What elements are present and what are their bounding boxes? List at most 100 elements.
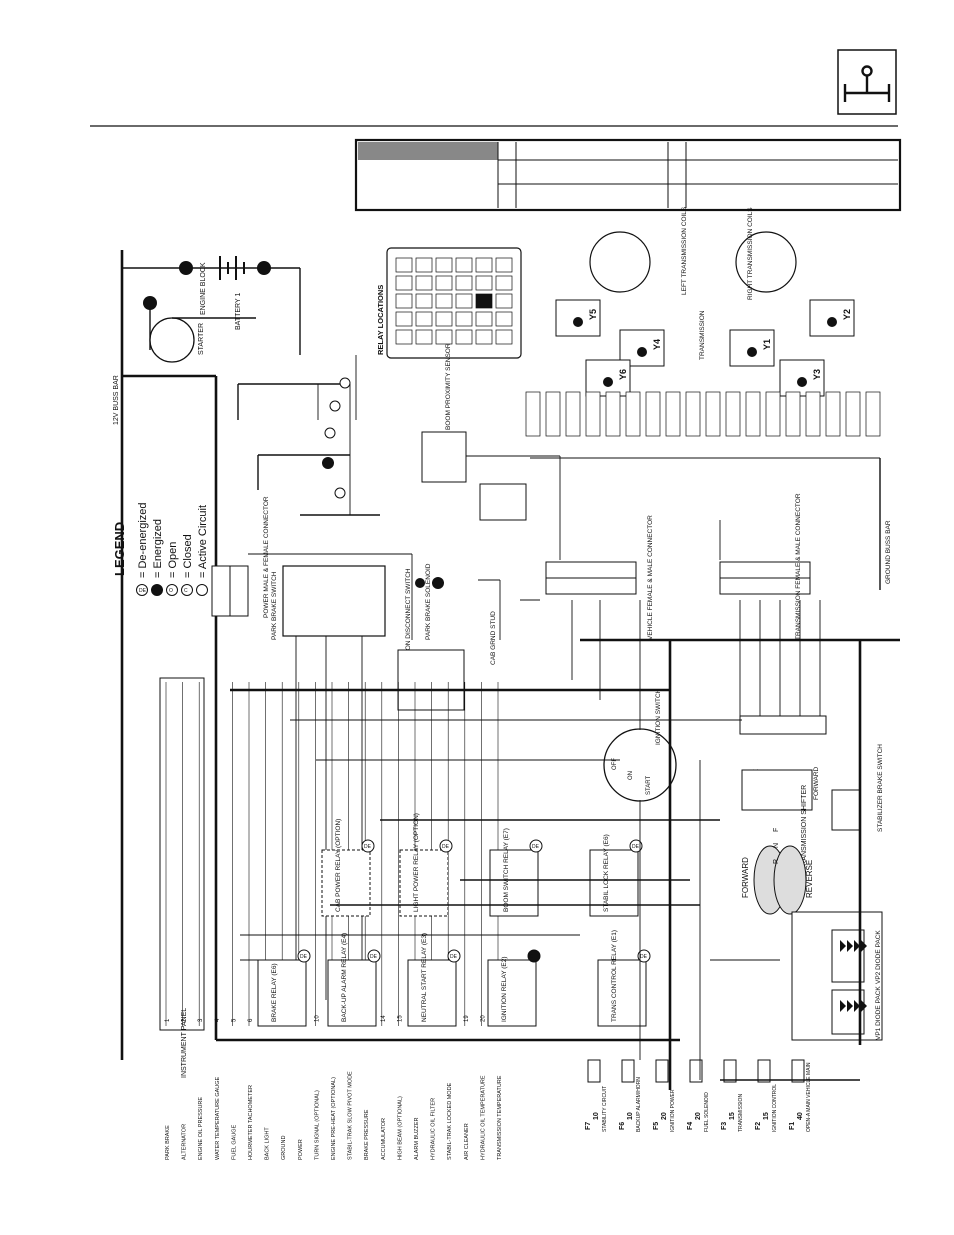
fuse-amps: 15	[763, 1112, 770, 1120]
park-brake-switch-label: PARK BRAKE SWITCH	[271, 571, 278, 640]
ip-pin-label: ALTERNATOR	[182, 1124, 188, 1160]
wires	[216, 520, 900, 1090]
ip-pin-number: 19	[464, 1015, 470, 1022]
coil-label: Y6	[618, 369, 628, 380]
relay-state-marker	[637, 949, 651, 963]
relay-slot	[455, 329, 473, 345]
park-brake-solenoid-label: PARK BRAKE SOLENOID	[425, 563, 432, 640]
fuse	[757, 1059, 771, 1083]
ip-pin-label: AIR CLEANER	[464, 1123, 470, 1160]
fuse	[587, 1059, 601, 1083]
ignition-pos-off: OFF	[612, 758, 618, 770]
left-coils-label: LEFT TRANSMISSION COILS	[681, 206, 688, 295]
relay-slot	[435, 275, 453, 291]
trans-wire-tag	[605, 391, 621, 437]
diode-symbol	[840, 1000, 846, 1012]
trans-wire-tag	[565, 391, 581, 437]
trans-connector-label: TRANSMISSION FEMALE & MALE CONNECTOR	[795, 493, 802, 640]
ignition-pos-on: ON	[628, 771, 634, 780]
relay-slot	[455, 293, 473, 309]
coil-symbol	[827, 317, 837, 327]
boom-sensor-label: BOOM PROXIMITY SENSOR	[445, 343, 452, 430]
relay-state-text: E	[530, 954, 534, 960]
fuse-amps: 15	[729, 1112, 736, 1120]
relay-box	[327, 959, 377, 1027]
relay-box	[257, 959, 307, 1027]
gear-label: FORWARD	[813, 766, 820, 800]
relay-slot	[435, 311, 453, 327]
fuse-amps: 10	[593, 1112, 600, 1120]
ip-pin-label: ACCUMULATOR	[381, 1118, 387, 1160]
ip-pin-number: 2	[182, 1018, 188, 1022]
starter-symbol	[149, 317, 195, 363]
fuse-name: IGNITION CONTROL	[772, 1084, 778, 1132]
legend-symbol-text: O	[169, 588, 173, 594]
fuse-amps: 40	[797, 1112, 804, 1120]
relay-label: BOOM SWITCH RELAY (E7)	[503, 828, 510, 912]
legend-title: LEGEND	[112, 522, 127, 576]
fuse-id: F1	[789, 1122, 796, 1130]
shifter-pos-f: F	[773, 828, 780, 832]
relay-label: STABIL LOCK RELAY (E6)	[603, 834, 610, 912]
trans-wire-tag	[825, 391, 841, 437]
relay-slot	[495, 311, 513, 327]
fuse-amps: 20	[695, 1112, 702, 1120]
relay-slot	[455, 257, 473, 273]
relay-slot	[395, 293, 413, 309]
legend-item-text: = Energized	[152, 519, 164, 578]
shifter-label: TRANSMISSION SHIFTER	[801, 785, 808, 870]
diode-symbol	[861, 1000, 867, 1012]
relay-slot	[475, 293, 493, 309]
fuse-id: F7	[585, 1122, 592, 1130]
relay-slot	[475, 311, 493, 327]
relay-locations: RELAY LOCATIONS	[376, 247, 522, 359]
trans-wire-tag	[845, 391, 861, 437]
relay-slot	[435, 293, 453, 309]
relay-state-marker	[439, 839, 453, 853]
ip-pin-label: STABIL-TRAK SLOW PIVOT MODE	[348, 1071, 354, 1160]
legend-item-text: = Closed	[182, 534, 194, 578]
diode-symbol	[854, 940, 860, 952]
relay-slot	[415, 275, 433, 291]
fuse-amps: 20	[661, 1112, 668, 1120]
ip-pin-number: 4	[215, 1018, 221, 1022]
ip-pin-number: 20	[480, 1015, 486, 1022]
relay-state-marker	[297, 949, 311, 963]
relay-box	[407, 959, 457, 1027]
trans-wire-tag	[745, 391, 761, 437]
relay-slot	[435, 329, 453, 345]
ip-pin-label: ALARM BUZZER	[414, 1117, 420, 1160]
reverse-label: REVERSE	[805, 860, 814, 898]
engine-block-label: ENGINE BLOCK	[200, 262, 207, 315]
ip-pin-number: 15	[397, 1015, 403, 1022]
fuse	[723, 1059, 737, 1083]
coil-label: Y3	[812, 369, 822, 380]
trans-wire-tag	[765, 391, 781, 437]
park-brake-area: POWER MALE & FEMALE CONNECTOR PARK BRAKE…	[211, 496, 501, 1020]
relay-grid	[395, 257, 513, 345]
ignition-switch-label: IGNITION SWITCH	[655, 688, 662, 745]
coil-label: Y1	[762, 339, 772, 350]
relay-state-text: DE	[532, 844, 540, 850]
relay-label: TRANS CONTROL RELAY (E1)	[611, 930, 618, 1022]
relay-box	[589, 849, 639, 917]
shifter-pos-r: R	[773, 859, 780, 864]
shifter-area: B+REVERSENEUTRALGEARGEARGEARFORWARD TRAN…	[739, 715, 884, 915]
legend-symbol	[151, 584, 163, 596]
legend-item-text: = Open	[167, 542, 179, 578]
relay-locations-label: RELAY LOCATIONS	[376, 285, 385, 355]
fuse-name: FUEL SOLENOID	[704, 1092, 710, 1132]
trans-wire-tag	[705, 391, 721, 437]
ip-pin-number: 1	[165, 1018, 171, 1022]
ip-pin-label: ENGINE OIL PRESSURE	[198, 1097, 204, 1160]
coil-label: Y5	[588, 309, 598, 320]
ip-pin-label: POWER	[298, 1139, 304, 1160]
fuse-name: IGNITION POWER	[670, 1089, 676, 1132]
relay-state-text: DE	[640, 954, 648, 960]
relay-slot	[395, 329, 413, 345]
solenoids	[237, 355, 380, 516]
